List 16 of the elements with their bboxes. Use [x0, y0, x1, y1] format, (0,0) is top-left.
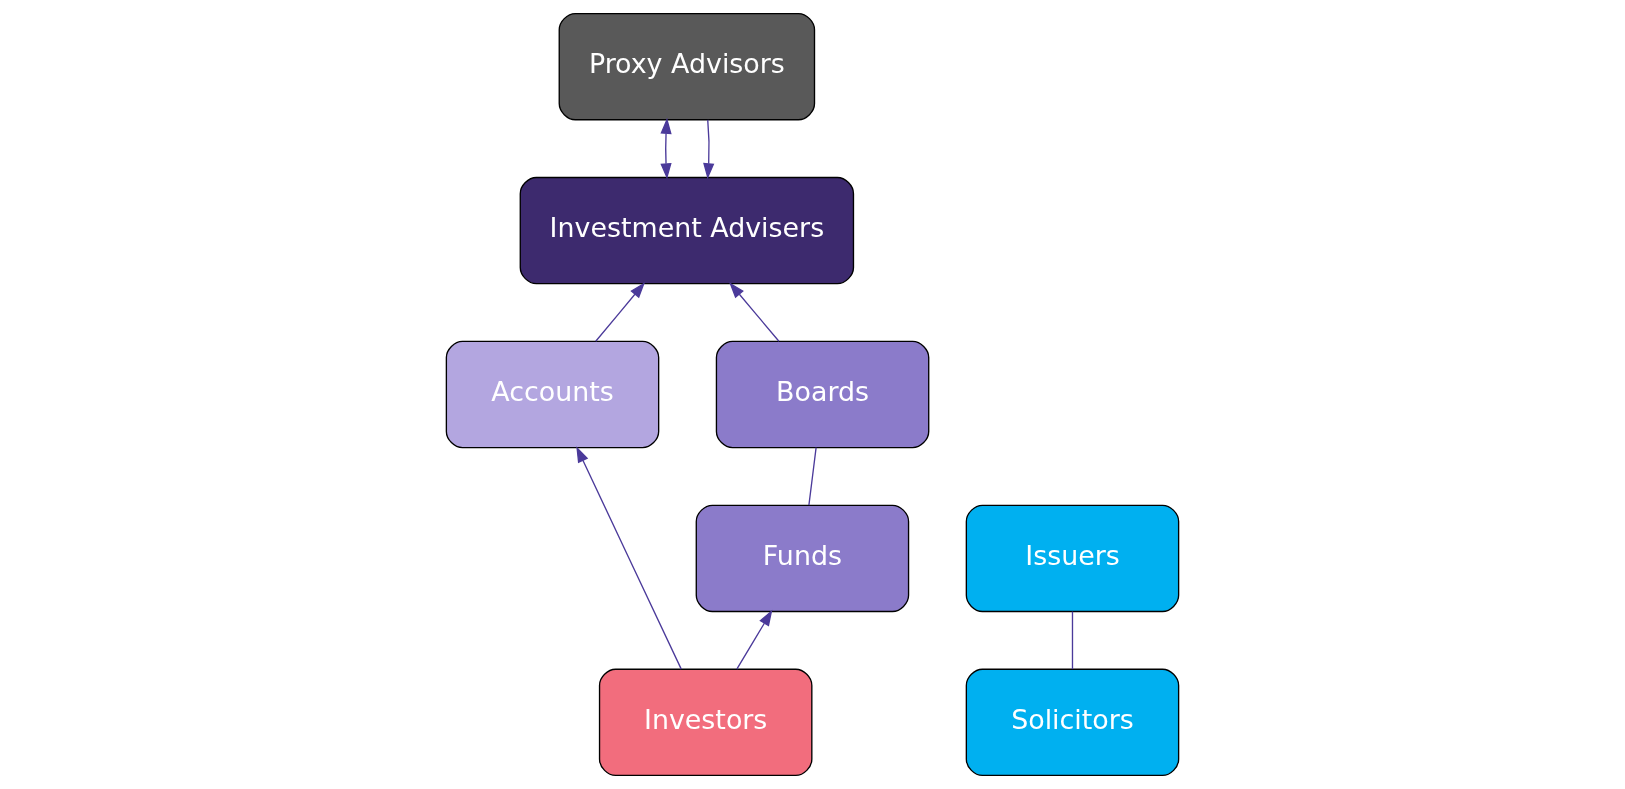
arrow [729, 282, 780, 342]
node-box: Funds [695, 504, 910, 613]
arrow [595, 282, 645, 342]
arrow [660, 117, 672, 180]
node-box: Boards [715, 340, 930, 449]
node-box: Accounts [445, 340, 660, 449]
node-box: Issuers [965, 504, 1180, 613]
node-box: Proxy Advisors [558, 12, 816, 121]
connector [1071, 610, 1074, 670]
node-box: Investors [598, 668, 813, 777]
connector [808, 446, 817, 506]
node-box: Investment Advisers [519, 176, 855, 285]
arrow [736, 609, 773, 670]
node-box: Solicitors [965, 668, 1180, 777]
arrow [576, 446, 682, 670]
arrow [703, 119, 715, 180]
